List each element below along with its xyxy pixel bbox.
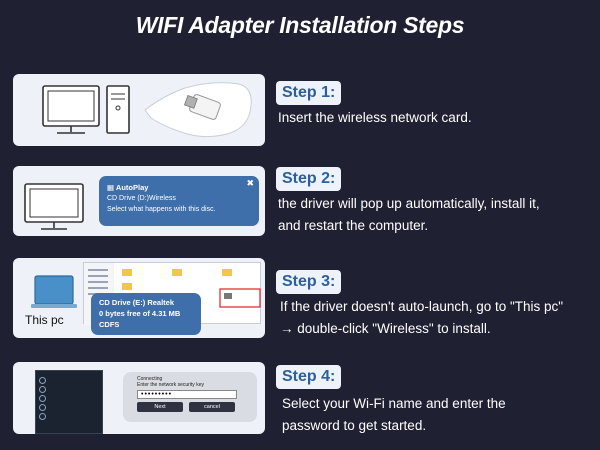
step4-label: Step 4: [276,365,342,389]
step3-card: This pc CD Drive (E:) Realtek 0 bytes fr… [13,258,265,338]
step3-line1: If the driver doesn't auto-launch, go to… [280,299,564,314]
step2-card: ▦ AutoPlay CD Drive (D:)Wireless Select … [13,166,265,236]
next-button[interactable]: Next [137,402,183,412]
autoplay-popup[interactable]: ▦ AutoPlay CD Drive (D:)Wireless Select … [99,176,259,226]
step4-card: Connecting Enter the network security ke… [13,362,265,434]
wifi-network-row[interactable] [36,375,102,384]
step3-line2: → double-click "Wireless" to install. [280,321,491,336]
autoplay-icon: ▦ [107,183,115,192]
connect-dialog: Connecting Enter the network security ke… [123,372,257,422]
monitor-icon [24,183,84,230]
wifi-network-row[interactable] [36,393,102,402]
password-input[interactable]: ••••••••• [137,390,237,399]
step2-line1: the driver will pop up automatically, in… [278,196,540,211]
laptop-icon [31,275,77,308]
dialog-prompt: Enter the network security key [137,382,204,388]
autoplay-prompt: Select what happens with this disc. [107,206,216,213]
close-icon[interactable]: ✖ [246,178,254,188]
drive-space: 0 bytes free of 4.31 MB [99,309,181,318]
step3-label: Step 3: [276,270,342,294]
drive-popup[interactable]: CD Drive (E:) Realtek 0 bytes free of 4.… [91,293,201,335]
page-title: WIFI Adapter Installation Steps [135,12,465,38]
drive-fs: CDFS [99,320,120,329]
step1-card [13,74,265,146]
wifi-list-panel[interactable] [35,370,103,434]
step2-description: the driver will pop up automatically, in… [278,193,598,237]
step3-description: If the driver doesn't auto-launch, go to… [280,296,598,340]
autoplay-drive: CD Drive (D:)Wireless [107,195,176,202]
step1-description: Insert the wireless network card. [278,110,472,125]
wifi-network-row[interactable] [36,411,102,420]
dialog-status: Connecting [137,376,163,382]
step2-line2: and restart the computer. [278,218,429,233]
wifi-network-row[interactable] [36,402,102,411]
monitor-and-usb-icon [42,82,252,138]
step4-description: Select your Wi-Fi name and enter the pas… [282,393,600,437]
autoplay-title: AutoPlay [115,183,149,192]
drive-name: CD Drive (E:) Realtek [99,298,175,307]
wifi-network-row[interactable] [36,384,102,393]
step1-label: Step 1: [276,81,342,105]
step4-line1: Select your Wi-Fi name and enter the [282,396,506,411]
this-pc-label: This pc [25,313,64,327]
cancel-button[interactable]: cancel [189,402,235,412]
step4-line2: password to get started. [282,418,427,433]
step2-label: Step 2: [276,167,342,191]
